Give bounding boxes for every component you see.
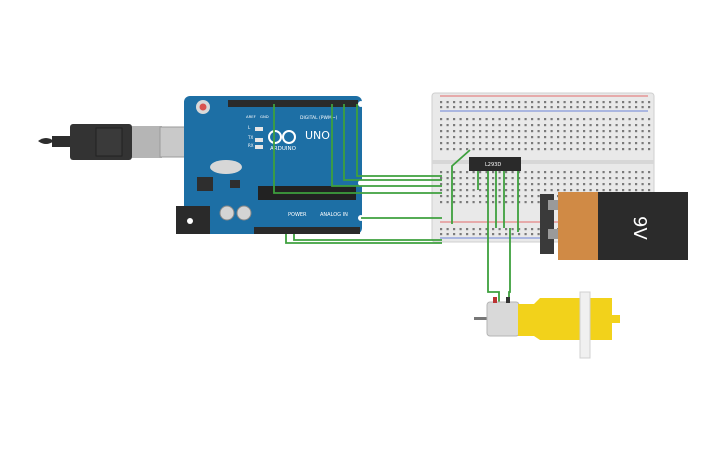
wires xyxy=(273,104,519,302)
analog-header-label: ANALOG IN xyxy=(320,212,348,218)
tx-label: TX xyxy=(247,135,253,140)
rx-label: RX xyxy=(248,143,254,148)
usb-cable xyxy=(38,124,199,160)
arduino-brand: ARDUINO xyxy=(270,146,297,152)
battery-label: 9V xyxy=(629,216,650,240)
wire-pin-b xyxy=(331,104,442,187)
digital-header xyxy=(228,100,358,107)
arduino-model: UNO xyxy=(305,129,330,142)
l-label: L xyxy=(248,125,251,130)
wire-gnd-2 xyxy=(285,234,442,244)
arduino-board[interactable]: ARDUINO UNO DIGITAL (PWM~) POWER ANALOG … xyxy=(176,96,364,234)
digital-header-label: DIGITAL (PWM~) xyxy=(300,115,338,121)
gnd-label: GND xyxy=(260,114,269,119)
infinity-logo xyxy=(268,130,282,144)
wire-pin-d xyxy=(356,104,442,177)
battery-9v[interactable]: 9V xyxy=(540,192,688,260)
l293d-chip[interactable]: L293D xyxy=(469,157,521,171)
dc-motor[interactable] xyxy=(474,291,620,359)
power-header-label: POWER xyxy=(288,212,307,218)
wire-motor-1 xyxy=(487,228,500,302)
wire-motor-2 xyxy=(508,228,511,302)
aref-label: AREF xyxy=(246,114,256,119)
power-jack xyxy=(176,206,210,234)
wire-vcc-to-chip xyxy=(451,149,471,224)
wire-pin-c xyxy=(343,104,442,181)
chip-label: L293D xyxy=(485,162,501,168)
wire-pin-a xyxy=(273,104,442,194)
power-analog-header xyxy=(254,227,360,234)
crystal xyxy=(210,160,242,174)
wire-gnd xyxy=(293,234,442,241)
